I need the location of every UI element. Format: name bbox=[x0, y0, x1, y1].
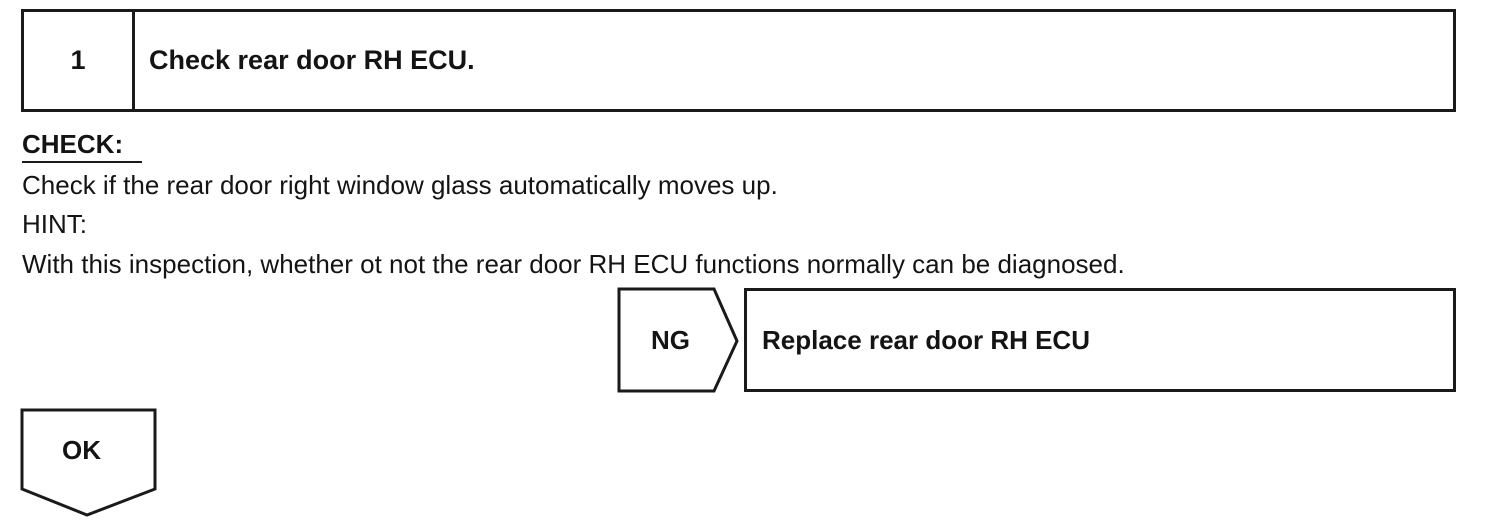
step-header-box: 1 Check rear door RH ECU. bbox=[21, 9, 1456, 112]
ng-label: NG bbox=[651, 325, 690, 355]
ng-action-text: Replace rear door RH ECU bbox=[762, 324, 1090, 355]
ok-arrow-shape bbox=[19, 407, 159, 519]
ok-label: OK bbox=[62, 435, 101, 465]
ng-action-box: Replace rear door RH ECU bbox=[744, 288, 1456, 392]
hint-label: HINT: bbox=[22, 209, 87, 239]
check-label: CHECK: bbox=[22, 129, 124, 159]
step-number: 1 bbox=[24, 12, 135, 109]
ng-arrow-shape bbox=[616, 286, 742, 396]
check-label-underline bbox=[22, 161, 142, 163]
step-title: Check rear door RH ECU. bbox=[149, 45, 475, 75]
check-instruction: Check if the rear door right window glas… bbox=[22, 170, 778, 200]
hint-text: With this inspection, whether ot not the… bbox=[22, 249, 1125, 279]
